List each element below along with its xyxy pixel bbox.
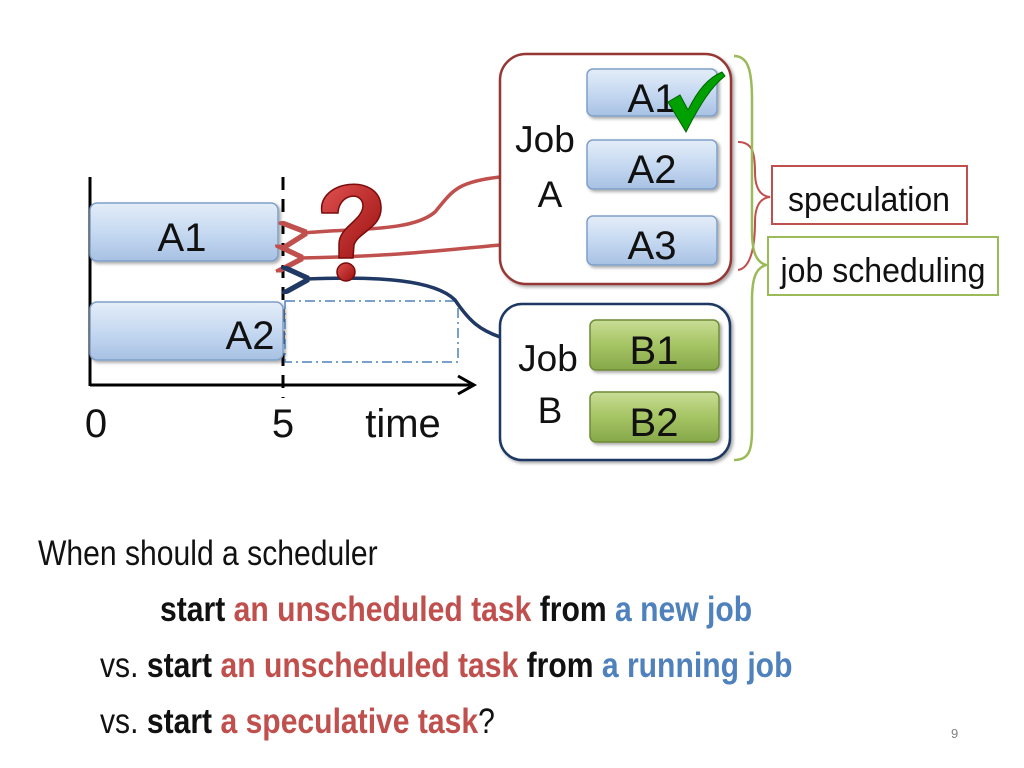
task-a3-label: A3 (628, 224, 677, 268)
question-block: When should a scheduler start an unsched… (0, 520, 1024, 768)
job-b-label-line1: Job (518, 338, 578, 379)
checkmark-icon (667, 71, 726, 134)
question-line-1: When should a scheduler (38, 534, 378, 574)
question-line-3: vs. start an unscheduled task from a run… (100, 646, 792, 686)
job-scheduling-label: job scheduling (780, 252, 986, 290)
q3-vs: vs. (100, 646, 139, 685)
page-number: 9 (951, 726, 959, 741)
timeline-bar-a1-label: A1 (158, 216, 207, 260)
job-a-label-line1: Job (515, 119, 575, 160)
q2-unscheduled-task: an unscheduled task (233, 590, 532, 629)
arrow-a3-to-slot (300, 243, 501, 258)
q4-speculative-task: a speculative task (220, 702, 479, 741)
task-a1-label: A1 (628, 77, 677, 121)
job-b-label-line2: B (538, 390, 563, 431)
q2-new-job: a new job (615, 590, 753, 629)
x-axis-arrowhead (457, 374, 478, 396)
speculation-brace (737, 141, 771, 271)
job-b-group: Job B B1 B2 (498, 302, 732, 462)
q4-start: start (146, 702, 213, 741)
q2-start: start (160, 590, 226, 629)
task-a3 (586, 215, 718, 266)
speculation-box (771, 165, 968, 225)
scheduling-diagram: A1 A2 0 5 time Job A A1 A2 A3 Job B (85, 52, 999, 462)
question-line-4: vs. start a speculative task? (100, 702, 495, 742)
task-b2 (589, 391, 720, 443)
job-a-group: Job A A1 A2 A3 (498, 52, 733, 286)
question-line-2: start an unscheduled task from a new job (160, 590, 752, 630)
q3-running-job: a running job (601, 646, 793, 685)
tick-5-label: 5 (272, 402, 294, 446)
q3-from: from (526, 646, 594, 685)
task-a2 (586, 139, 718, 190)
timeline: A1 A2 0 5 time (85, 177, 478, 446)
task-b2-label: B2 (630, 401, 679, 445)
arrow-b1-to-slot (306, 278, 501, 339)
empty-slot (284, 300, 459, 363)
q3-unscheduled-task: an unscheduled task (220, 646, 519, 685)
question-mark-icon (321, 183, 382, 282)
q4-question-mark: ? (478, 702, 495, 741)
tick-0-label: 0 (85, 402, 107, 446)
q3-start: start (146, 646, 213, 685)
timeline-bar-a2 (89, 301, 284, 361)
question-intro: When should a scheduler (38, 534, 378, 573)
task-b1 (589, 319, 720, 371)
task-a2-label: A2 (628, 148, 677, 192)
time-axis-label: time (365, 402, 441, 446)
q4-vs: vs. (100, 702, 139, 741)
job-scheduling-brace (733, 54, 771, 462)
job-scheduling-box (767, 236, 999, 296)
task-b1-label: B1 (630, 329, 679, 373)
timeline-bar-a2-label: A2 (226, 314, 275, 358)
job-a-label-line2: A (538, 174, 563, 215)
q2-from: from (539, 590, 607, 629)
speculation-label: speculation (788, 181, 950, 219)
timeline-bar-a1 (89, 202, 279, 262)
